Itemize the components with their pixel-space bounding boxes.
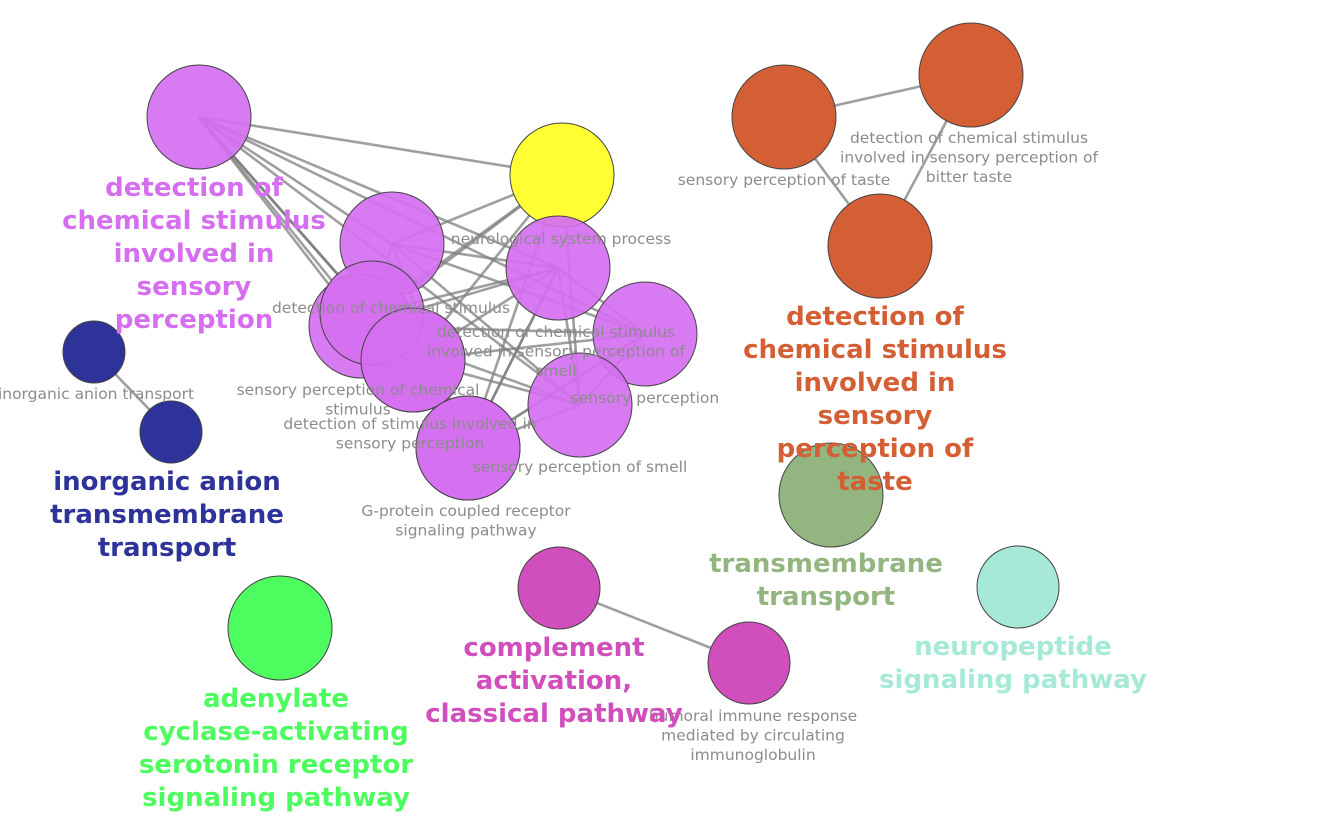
node-label-line: sensory perception	[571, 389, 719, 407]
cluster-label-line: transmembrane	[709, 549, 943, 579]
node-label-line: detection of chemical stimulus	[272, 299, 510, 317]
node-label-n5: detection of chemical stimulus	[272, 299, 510, 317]
node-g1[interactable]	[227, 575, 333, 681]
cluster-label-line: inorganic anion	[53, 467, 281, 497]
node-label-n10: detection of stimulus involved in sensory…	[283, 415, 536, 453]
node-label-b1: inorganic anion transport	[0, 385, 194, 403]
node-label-line: detection of chemical stimulus	[437, 323, 675, 341]
node-n1[interactable]	[146, 64, 252, 170]
node-m1[interactable]	[517, 546, 601, 630]
cluster-label-line: adenylate	[203, 684, 349, 714]
node-label-m2: humoral immune response mediated by circu…	[649, 707, 857, 764]
cluster-label-line: chemical stimulus	[62, 206, 326, 236]
cluster-label-line: involved in	[795, 368, 956, 398]
node-label-line: detection of chemical stimulus	[850, 129, 1088, 147]
cluster-label-line: perception of	[777, 434, 974, 464]
node-label-line: involved in sensory perception of	[840, 149, 1098, 167]
node-n2[interactable]	[509, 122, 615, 228]
node-label-n3: neurological system process	[451, 230, 671, 248]
node-label-o1: sensory perception of taste	[678, 171, 891, 189]
node-label-line: G-protein coupled receptor	[361, 502, 571, 520]
node-label-line: neurological system process	[451, 230, 671, 248]
cluster-label-line: transport	[98, 533, 237, 563]
node-label-line: stimulus	[325, 401, 391, 419]
cluster-label-line: chemical stimulus	[743, 335, 1007, 365]
node-n6[interactable]	[592, 281, 698, 387]
node-label-line: sensory perception of smell	[473, 458, 688, 476]
cluster-label-line: complement	[463, 633, 644, 663]
node-o3[interactable]	[827, 193, 933, 299]
node-b1[interactable]	[62, 320, 126, 384]
node-o1[interactable]	[731, 64, 837, 170]
node-label-line: immunoglobulin	[690, 746, 815, 764]
node-o2[interactable]	[918, 22, 1024, 128]
node-label-line: involved in sensory perception of	[427, 343, 685, 361]
node-p1[interactable]	[976, 545, 1060, 629]
node-label-n7: sensory perception of chemical stimulus	[237, 381, 480, 419]
node-label-line: inorganic anion transport	[0, 385, 194, 403]
cluster-label-line: classical pathway	[425, 699, 683, 729]
node-label-line: sensory perception of chemical	[237, 381, 480, 399]
node-n12[interactable]	[415, 395, 521, 501]
node-m2[interactable]	[707, 621, 791, 705]
cluster-label-line: serotonin receptor	[139, 750, 413, 780]
node-label-n8: sensory perception	[571, 389, 719, 407]
node-label-line: smell	[535, 362, 576, 380]
edge-n1-n3	[198, 115, 559, 270]
node-label-line: sensory perception	[336, 435, 484, 453]
node-t1[interactable]	[778, 442, 884, 548]
node-label-o2: detection of chemical stimulus involved i…	[840, 129, 1098, 186]
node-label-line: bitter taste	[926, 168, 1012, 186]
nodes-layer	[62, 22, 1060, 705]
node-n8[interactable]	[527, 352, 633, 458]
cluster-label-line: transport	[757, 582, 896, 612]
cluster-label-line: transmembrane	[50, 500, 284, 530]
cluster-label-line: involved in	[114, 239, 275, 269]
node-label-line: humoral immune response	[649, 707, 857, 725]
cluster-label-line: activation,	[476, 666, 632, 696]
node-b2[interactable]	[139, 400, 203, 464]
edge-n1-n2	[198, 115, 563, 177]
cluster-label-line: neuropeptide	[914, 632, 1112, 662]
node-n3[interactable]	[505, 215, 611, 321]
cluster-label-line: cyclase-activating	[143, 717, 408, 747]
cluster-label-line: sensory	[818, 401, 933, 431]
cluster-label-line: perception	[115, 305, 273, 335]
node-label-n6: detection of chemical stimulus involved i…	[427, 323, 685, 380]
cluster-label-line: detection of	[786, 302, 964, 332]
cluster-label-line: signaling pathway	[142, 783, 410, 813]
node-labels-layer: neurological system process detection of …	[0, 129, 1099, 764]
node-label-n11: sensory perception of smell	[473, 458, 688, 476]
node-label-line: signaling pathway	[395, 522, 536, 540]
node-label-n12: G-protein coupled receptor signaling path…	[361, 502, 571, 540]
node-label-line: sensory perception of taste	[678, 171, 891, 189]
node-n10[interactable]	[360, 307, 466, 413]
cluster-label-line: taste	[837, 467, 913, 497]
node-label-line: mediated by circulating	[661, 727, 845, 745]
cluster-label-line: sensory	[137, 272, 252, 302]
cluster-label-line: detection of	[105, 173, 283, 203]
node-label-line: detection of stimulus involved in	[283, 415, 536, 433]
cluster-label-line: signaling pathway	[879, 665, 1147, 695]
